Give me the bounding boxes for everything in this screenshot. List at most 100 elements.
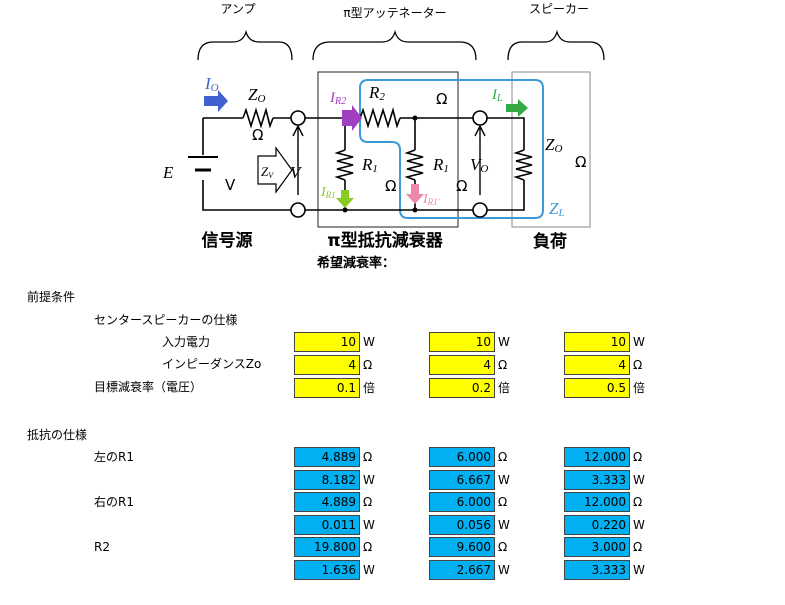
col3-r2-ohm-cell[interactable]: 3.000 [564, 537, 630, 557]
col3-right-r1-w-cell[interactable]: 0.220 [564, 515, 630, 535]
caption-desired-attenuation: 希望減衰率： [317, 255, 395, 271]
col3-attenuation-unit: 倍 [633, 381, 646, 395]
col1-r2-ohm-cell[interactable]: 19.800 [294, 537, 360, 557]
caption-load: 負荷 [533, 231, 567, 252]
zo-source-ohm: Ω [252, 126, 263, 144]
col3-right-r1-w-unit: W [633, 518, 645, 532]
r1-left-label: R1 [361, 155, 378, 175]
brace-amp [197, 29, 293, 61]
caption-source: 信号源 [202, 230, 253, 251]
r1-right-label: R1 [432, 155, 449, 175]
r2-label: R2 [368, 83, 385, 103]
col2-r2-ohm-unit: Ω [498, 540, 508, 554]
col1-input-power-cell[interactable]: 10 [294, 332, 360, 352]
col3-input-power-unit: W [633, 335, 645, 349]
r2-label: R2 [94, 540, 110, 554]
v-label: V [290, 163, 303, 182]
brace-pi [312, 29, 477, 61]
io-label: IO [204, 74, 219, 94]
brace-speaker [507, 29, 605, 61]
col3-r2-ohm-unit: Ω [633, 540, 643, 554]
r2-resistor [359, 107, 401, 129]
col2-r2-w-unit: W [498, 563, 510, 577]
il-current-arrow-icon [506, 99, 528, 117]
col1-input-power-unit: W [363, 335, 375, 349]
col1-right-r1-ohm-cell[interactable]: 4.889 [294, 492, 360, 512]
col3-right-r1-ohm-cell[interactable]: 12.000 [564, 492, 630, 512]
target-attenuation-label: 目標減衰率（電圧） [94, 380, 203, 394]
col3-impedance-cell[interactable]: 4 [564, 355, 630, 375]
terminal-out-bottom [472, 202, 488, 218]
col3-impedance-unit: Ω [633, 358, 643, 372]
col3-left-r1-ohm-unit: Ω [633, 450, 643, 464]
col2-left-r1-w-unit: W [498, 473, 510, 487]
col2-left-r1-w-cell[interactable]: 6.667 [429, 470, 495, 490]
col3-input-power-cell[interactable]: 10 [564, 332, 630, 352]
col1-attenuation-cell[interactable]: 0.1 [294, 378, 360, 398]
col2-left-r1-ohm-cell[interactable]: 6.000 [429, 447, 495, 467]
col1-right-r1-ohm-unit: Ω [363, 495, 373, 509]
zo-load-label: ZO [545, 135, 562, 155]
col1-left-r1-w-unit: W [363, 473, 375, 487]
ir1-current-arrow-icon [336, 190, 354, 208]
terminal-in-bottom [290, 202, 306, 218]
col2-input-power-unit: W [498, 335, 510, 349]
attenuator-box [317, 71, 459, 228]
il-label: IL [491, 87, 503, 104]
battery-source-icon [188, 156, 218, 172]
r1-left-ohm: Ω [385, 177, 396, 195]
zl-label: ZL [549, 199, 565, 219]
col1-impedance-cell[interactable]: 4 [294, 355, 360, 375]
ir2-current-arrow-icon [342, 105, 362, 131]
zo-load-ohm: Ω [575, 153, 586, 171]
caption-attenuator: π型抵抗減衰器 [327, 230, 443, 251]
terminal-in-top [290, 110, 306, 126]
input-power-label: 入力電力 [162, 335, 211, 349]
ir1p-label: IR1' [422, 192, 441, 207]
col3-left-r1-ohm-cell[interactable]: 12.000 [564, 447, 630, 467]
col3-r2-w-cell[interactable]: 3.333 [564, 560, 630, 580]
ir2-label: IR2 [329, 90, 346, 107]
zo-source-label: ZO [248, 85, 265, 105]
col1-attenuation-unit: 倍 [363, 381, 376, 395]
zl-blue-path [359, 79, 544, 219]
impedance-label: インピーダンスZo [162, 357, 262, 371]
col3-right-r1-ohm-unit: Ω [633, 495, 643, 509]
zo-resistor-source [242, 107, 274, 129]
col3-r2-w-unit: W [633, 563, 645, 577]
section-premise: 前提条件 [27, 290, 76, 304]
col1-left-r1-w-cell[interactable]: 8.182 [294, 470, 360, 490]
e-volt-unit: V [225, 176, 236, 194]
center-speaker-spec-label: センタースピーカーの仕様 [94, 313, 238, 327]
col3-left-r1-w-cell[interactable]: 3.333 [564, 470, 630, 490]
col1-impedance-unit: Ω [363, 358, 373, 372]
r1-right-ohm: Ω [456, 177, 467, 195]
io-current-arrow-icon [204, 90, 228, 112]
col1-r2-w-cell[interactable]: 1.636 [294, 560, 360, 580]
col2-attenuation-cell[interactable]: 0.2 [429, 378, 495, 398]
brace-speaker-label: スピーカー [529, 2, 589, 16]
col1-left-r1-ohm-cell[interactable]: 4.889 [294, 447, 360, 467]
col2-r2-w-cell[interactable]: 2.667 [429, 560, 495, 580]
col2-input-power-cell[interactable]: 10 [429, 332, 495, 352]
col2-r2-ohm-cell[interactable]: 9.600 [429, 537, 495, 557]
vo-arrow-icon [474, 124, 486, 195]
brace-amp-label: アンプ [220, 2, 255, 16]
pi-attenuator-circuit-diagram: アンプ π型アッテネーター スピーカー [162, 2, 605, 271]
col2-impedance-cell[interactable]: 4 [429, 355, 495, 375]
col2-right-r1-ohm-cell[interactable]: 6.000 [429, 492, 495, 512]
vo-label: VO [470, 155, 488, 175]
col2-impedance-unit: Ω [498, 358, 508, 372]
col2-left-r1-ohm-unit: Ω [498, 450, 508, 464]
col3-left-r1-w-unit: W [633, 473, 645, 487]
col1-r2-w-unit: W [363, 563, 375, 577]
col2-right-r1-w-cell[interactable]: 0.056 [429, 515, 495, 535]
col3-attenuation-cell[interactable]: 0.5 [564, 378, 630, 398]
zv-label: ZV [261, 164, 274, 180]
ir1p-current-arrow-icon [406, 184, 424, 204]
terminal-out-top [472, 110, 488, 126]
col2-attenuation-unit: 倍 [498, 381, 511, 395]
col1-right-r1-w-unit: W [363, 518, 375, 532]
col1-right-r1-w-cell[interactable]: 0.011 [294, 515, 360, 535]
left-r1-label: 左のR1 [94, 450, 134, 464]
